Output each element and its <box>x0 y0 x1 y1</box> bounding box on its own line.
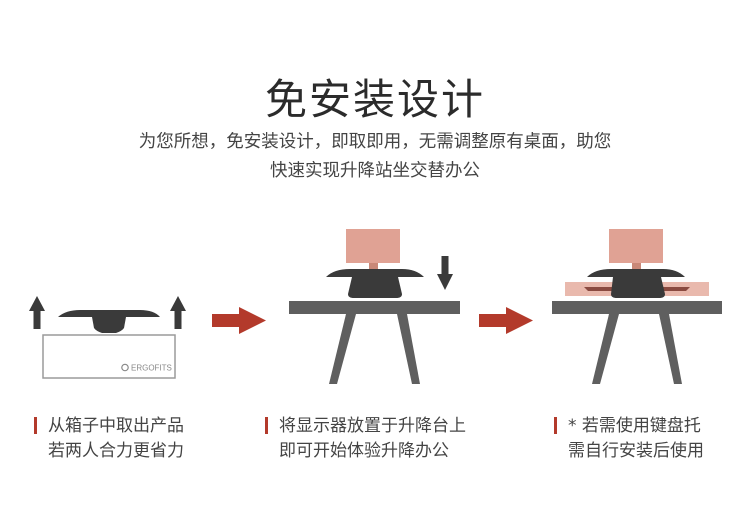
brand-logo: ERGOFITS <box>121 364 172 373</box>
step-1-illustration: ERGOFITS <box>29 296 186 379</box>
step-3-caption: * 若需使用键盘托 需自行安装后使用 <box>554 414 704 464</box>
up-arrow-right-icon <box>170 296 186 329</box>
desk-leg <box>329 314 356 384</box>
monitor-icon <box>346 229 400 263</box>
desk-leg <box>397 314 420 384</box>
caption-marker <box>34 417 37 434</box>
page-subtitle: 为您所想，免安装设计，即取即用，无需调整原有桌面，助您 快速实现升降站坐交替办公 <box>0 128 750 186</box>
product-top-icon <box>58 310 160 333</box>
desk-leg <box>659 314 682 384</box>
desk-leg <box>592 314 619 384</box>
riser-top <box>326 269 424 277</box>
step-2-line-1: 将显示器放置于升降台上 <box>279 416 466 436</box>
step-3-line-1: * 若需使用键盘托 <box>568 416 701 436</box>
step-2-caption: 将显示器放置于升降台上 即可开始体验升降办公 <box>265 414 466 464</box>
step-2-line-2: 即可开始体验升降办公 <box>279 441 449 461</box>
riser-base <box>348 277 402 298</box>
next-arrow-icon <box>479 307 533 334</box>
steps-illustration: ERGOFITS <box>29 229 722 384</box>
next-arrow-icon <box>212 307 266 334</box>
brand-name: ERGOFITS <box>131 364 172 373</box>
caption-marker <box>554 417 557 434</box>
subtitle-line-2: 快速实现升降站坐交替办公 <box>270 161 480 181</box>
desk-top <box>552 301 722 314</box>
desk-top <box>289 301 460 314</box>
step-3-illustration <box>552 229 722 384</box>
up-arrow-left-icon <box>29 296 45 329</box>
step-1-line-2: 若两人合力更省力 <box>48 441 184 461</box>
step-3-line-2: 需自行安装后使用 <box>568 441 704 461</box>
down-arrow-icon <box>437 256 453 290</box>
page-title: 免安装设计 <box>264 75 485 124</box>
caption-marker <box>265 417 268 434</box>
step-1-line-1: 从箱子中取出产品 <box>48 416 184 436</box>
product-box <box>42 334 176 379</box>
step-2-illustration <box>289 229 460 384</box>
monitor-icon <box>609 229 663 263</box>
step-1-caption: 从箱子中取出产品 若两人合力更省力 <box>34 414 184 464</box>
subtitle-line-1: 为您所想，免安装设计，即取即用，无需调整原有桌面，助您 <box>138 132 612 152</box>
